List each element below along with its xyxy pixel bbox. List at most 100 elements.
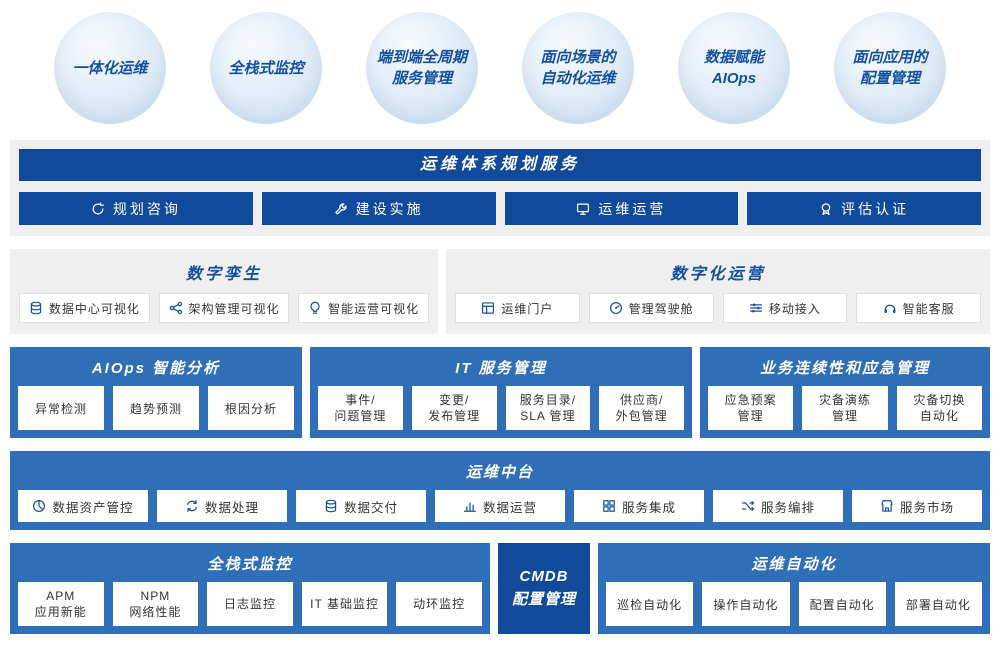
headset-icon: [883, 301, 897, 315]
item-service-orchestration: 服务编排: [713, 490, 843, 522]
planning-items: 规划咨询 建设实施 运维运营 评估认证: [19, 192, 981, 225]
item-trend-prediction: 趋势预测: [113, 386, 199, 430]
item-inspection-automation: 巡检自动化: [606, 582, 694, 626]
section-monitoring: 全栈式监控 APM 应用新能 NPM 网络性能 日志监控 IT 基础监控 动环监…: [10, 543, 490, 634]
item-root-cause-analysis: 根因分析: [208, 386, 294, 430]
digital-twin-items: 数据中心可视化 架构管理可视化 智能运营可视化: [19, 293, 430, 323]
item-label: 服务编排: [760, 500, 815, 515]
item-management-cockpit: 管理驾驶舱: [588, 293, 714, 323]
certificate-icon: [819, 202, 833, 216]
item-anomaly-detection: 异常检测: [18, 386, 104, 430]
item-data-operation: 数据运营: [435, 490, 565, 522]
section-aiops: AIOps 智能分析 异常检测 趋势预测 根因分析: [10, 347, 302, 438]
planning-item-operation: 运维运营: [504, 192, 739, 225]
item-catalog-sla: 服务目录/ SLA 管理: [505, 386, 591, 430]
planning-item-consulting: 规划咨询: [19, 192, 253, 225]
item-emergency-plan: 应急预案 管理: [708, 386, 794, 430]
section-cmdb: CMDB 配置管理: [498, 543, 590, 634]
item-label: 数据资产管控: [52, 500, 134, 515]
bubble-aiops: 数据赋能 AIOps: [678, 12, 790, 124]
item-data-processing: 数据处理: [157, 490, 287, 522]
item-facility-monitoring: 动环监控: [396, 582, 482, 626]
section-bcm: 业务连续性和应急管理 应急预案 管理 灾备演练 管理 灾备切换 自动化: [700, 347, 990, 438]
item-label: 服务集成: [621, 500, 676, 515]
item-label: 管理驾驶舱: [628, 301, 694, 316]
item-label: 运维门户: [501, 301, 554, 316]
digital-ops-title: 数字化运营: [670, 266, 766, 283]
item-deploy-automation: 部署自动化: [894, 582, 982, 626]
item-label: 智能客服: [902, 301, 955, 316]
digital-ops-items: 运维门户 管理驾驶舱 移动接入 智能客服: [455, 293, 981, 323]
row-bottom: 全栈式监控 APM 应用新能 NPM 网络性能 日志监控 IT 基础监控 动环监…: [10, 543, 990, 634]
bubble-fullstack-monitoring: 全栈式监控: [210, 12, 322, 124]
flow-icon: [741, 499, 755, 513]
item-label: 服务市场: [899, 500, 954, 515]
item-label: 数据运营: [482, 500, 537, 515]
gauge-icon: [609, 301, 623, 315]
topology-icon: [169, 301, 183, 315]
item-label: 移动接入: [768, 301, 821, 316]
item-data-delivery: 数据交付: [296, 490, 426, 522]
item-service-integration: 服务集成: [574, 490, 704, 522]
bar-chart-icon: [463, 499, 477, 513]
itsm-items: 事件/ 问题管理 变更/ 发布管理 服务目录/ SLA 管理 供应商/ 外包管理: [318, 386, 684, 430]
item-service-market: 服务市场: [852, 490, 982, 522]
section-digital-twin: 数字孪生 数据中心可视化 架构管理可视化 智能运营可视化: [10, 249, 438, 334]
pie-chart-icon: [32, 499, 46, 513]
row-analysis: AIOps 智能分析 异常检测 趋势预测 根因分析 IT 服务管理 事件/ 问题…: [10, 347, 990, 438]
item-label: 架构管理可视化: [188, 301, 280, 316]
item-apm: APM 应用新能: [18, 582, 104, 626]
planning-item-label: 评估认证: [841, 200, 910, 217]
store-icon: [880, 499, 894, 513]
planning-item-implementation: 建设实施: [261, 192, 496, 225]
row-digital: 数字孪生 数据中心可视化 架构管理可视化 智能运营可视化 数字化运营: [10, 249, 990, 334]
planning-item-label: 规划咨询: [112, 200, 181, 217]
planning-title: 运维体系规划服务: [19, 149, 981, 181]
planning-item-label: 建设实施: [355, 200, 424, 217]
section-automation: 运维自动化 巡检自动化 操作自动化 配置自动化 部署自动化: [598, 543, 990, 634]
item-config-automation: 配置自动化: [798, 582, 886, 626]
monitor-icon: [576, 202, 590, 216]
item-dr-drill: 灾备演练 管理: [802, 386, 888, 430]
grid-icon: [602, 499, 616, 513]
item-datacenter-visualization: 数据中心可视化: [19, 293, 150, 323]
portal-icon: [481, 301, 495, 315]
refresh-icon: [91, 201, 105, 216]
monitoring-items: APM 应用新能 NPM 网络性能 日志监控 IT 基础监控 动环监控: [18, 582, 482, 626]
planning-item-label: 运维运营: [598, 200, 667, 217]
item-label: 数据处理: [204, 500, 259, 515]
item-architecture-visualization: 架构管理可视化: [158, 293, 290, 323]
item-ops-portal: 运维门户: [455, 293, 580, 323]
monitoring-title: 全栈式监控: [207, 556, 293, 573]
database-icon: [29, 301, 43, 315]
item-smart-customer-service: 智能客服: [856, 293, 981, 323]
bubble-app-config: 面向应用的 配置管理: [834, 12, 946, 124]
item-mobile-access: 移动接入: [722, 293, 848, 323]
process-icon: [185, 499, 199, 513]
section-itsm: IT 服务管理 事件/ 问题管理 变更/ 发布管理 服务目录/ SLA 管理 供…: [310, 347, 692, 438]
item-npm: NPM 网络性能: [112, 582, 199, 626]
item-label: 数据交付: [343, 500, 398, 515]
coins-icon: [324, 499, 338, 513]
aiops-items: 异常检测 趋势预测 根因分析: [18, 386, 294, 430]
digital-twin-title: 数字孪生: [185, 266, 262, 283]
bcm-title: 业务连续性和应急管理: [759, 360, 930, 377]
item-change-release: 变更/ 发布管理: [411, 386, 497, 430]
planning-item-certification: 评估认证: [747, 192, 981, 225]
item-label: 数据中心可视化: [48, 301, 140, 316]
itsm-title: IT 服务管理: [455, 360, 547, 377]
middle-platform-items: 数据资产管控 数据处理 数据交付 数据运营 服务集成 服务编排: [18, 490, 982, 522]
bubble-scenario-automation: 面向场景的 自动化运维: [522, 12, 634, 124]
item-label: 智能运营可视化: [328, 301, 420, 316]
bubble-end-to-end-service: 端到端全周期 服务管理: [366, 12, 478, 124]
item-operation-automation: 操作自动化: [702, 582, 790, 626]
capability-bubbles: 一体化运维 全栈式监控 端到端全周期 服务管理 面向场景的 自动化运维 数据赋能…: [10, 8, 990, 140]
section-digital-ops: 数字化运营 运维门户 管理驾驶舱 移动接入 智能客服: [446, 249, 990, 334]
section-planning: 运维体系规划服务 规划咨询 建设实施 运维运营 评估认证: [10, 140, 990, 236]
automation-items: 巡检自动化 操作自动化 配置自动化 部署自动化: [606, 582, 982, 626]
bubble-integrated-ops: 一体化运维: [54, 12, 166, 124]
bcm-items: 应急预案 管理 灾备演练 管理 灾备切换 自动化: [708, 386, 982, 430]
item-dr-switch: 灾备切换 自动化: [896, 386, 982, 430]
middle-platform-title: 运维中台: [465, 464, 534, 481]
